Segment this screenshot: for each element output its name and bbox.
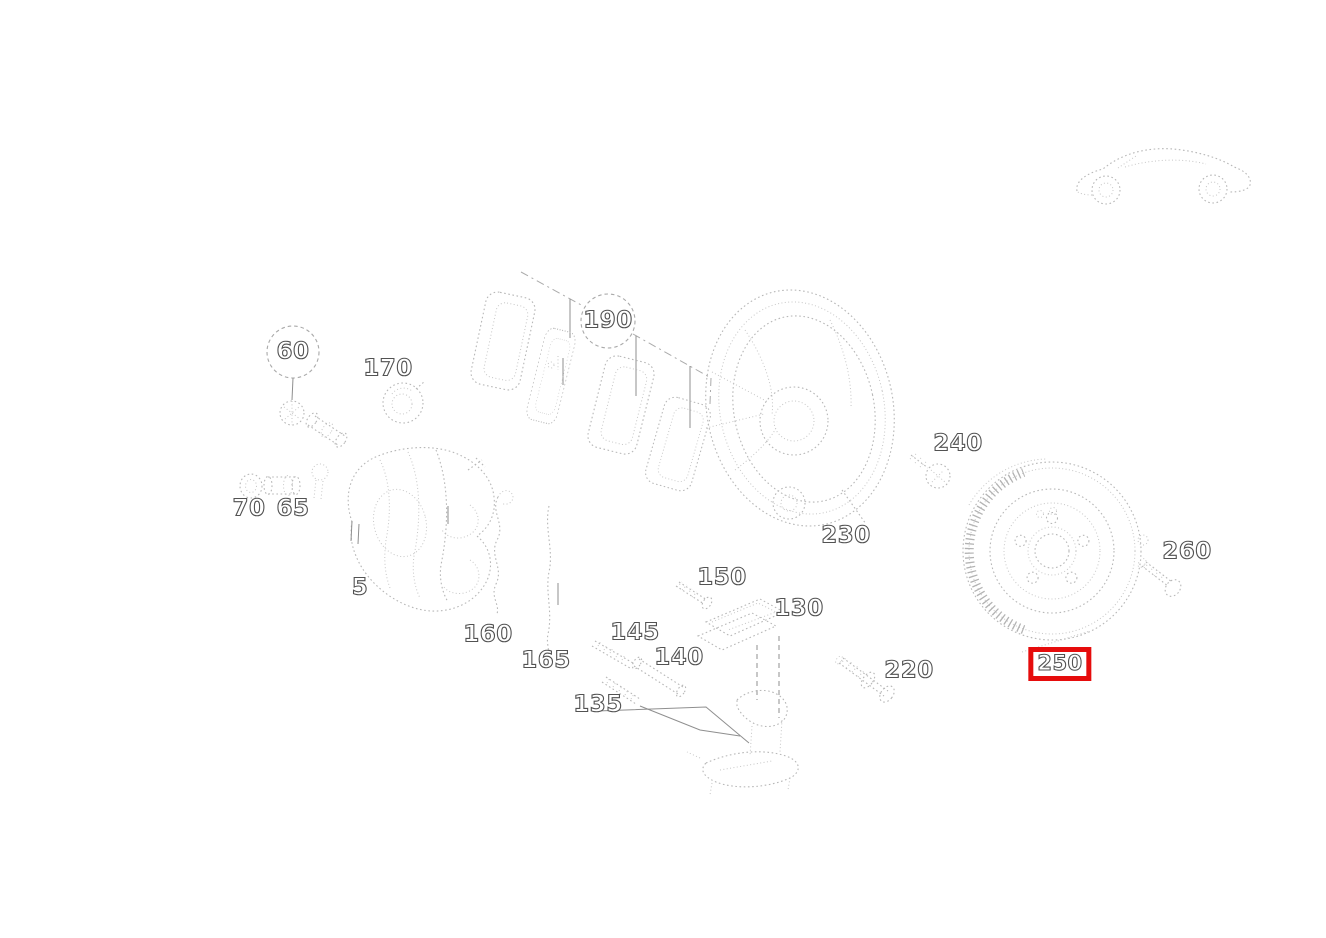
part-220-bolt-drawing <box>835 655 895 703</box>
part-165-spring-drawing <box>546 505 559 657</box>
part-160-spring-drawing <box>447 490 514 615</box>
part-label-135[interactable]: 135 <box>573 691 623 718</box>
part-label-70[interactable]: 70 <box>232 495 266 522</box>
part-150-screw-drawing <box>675 581 713 610</box>
part-65-drawing <box>263 463 329 500</box>
part-130-pads-drawing <box>696 598 786 718</box>
part-250-brake-disc-drawing <box>962 458 1149 653</box>
part-230-splash-shield-drawing <box>705 289 895 527</box>
part-label-165[interactable]: 165 <box>521 647 571 674</box>
part-5-caliper-drawing <box>347 447 495 612</box>
part-label-190[interactable]: 190 <box>583 307 633 334</box>
caliper-bracket-drawing <box>686 689 799 796</box>
part-label-65[interactable]: 65 <box>276 495 310 522</box>
part-label-160[interactable]: 160 <box>463 621 513 648</box>
part-label-250[interactable]: 250 <box>1037 651 1083 675</box>
part-label-220[interactable]: 220 <box>884 657 934 684</box>
part-145-pin-drawing <box>591 640 634 669</box>
part-label-240[interactable]: 240 <box>933 430 983 457</box>
part-label-230[interactable]: 230 <box>821 522 871 549</box>
selected-part-highlight-box[interactable]: 250 <box>1028 647 1092 681</box>
part-240-bolt-drawing <box>909 453 951 489</box>
part-170-drawing <box>382 380 426 424</box>
part-260-bolt-drawing <box>1137 558 1182 597</box>
part-label-5[interactable]: 5 <box>351 574 369 601</box>
part-label-170[interactable]: 170 <box>363 355 413 382</box>
part-label-150[interactable]: 150 <box>697 564 747 591</box>
part-140-sleeve-drawing <box>631 656 687 698</box>
part-label-130[interactable]: 130 <box>774 595 824 622</box>
part-label-145[interactable]: 145 <box>610 619 660 646</box>
part-label-60[interactable]: 60 <box>276 338 310 365</box>
part-label-260[interactable]: 260 <box>1162 538 1212 565</box>
part-label-140[interactable]: 140 <box>654 644 704 671</box>
part-190-pad-set-drawing <box>468 271 714 494</box>
car-silhouette-icon <box>1076 148 1251 205</box>
part-135-spring-drawing <box>596 676 750 744</box>
part-70-drawing <box>239 473 263 499</box>
